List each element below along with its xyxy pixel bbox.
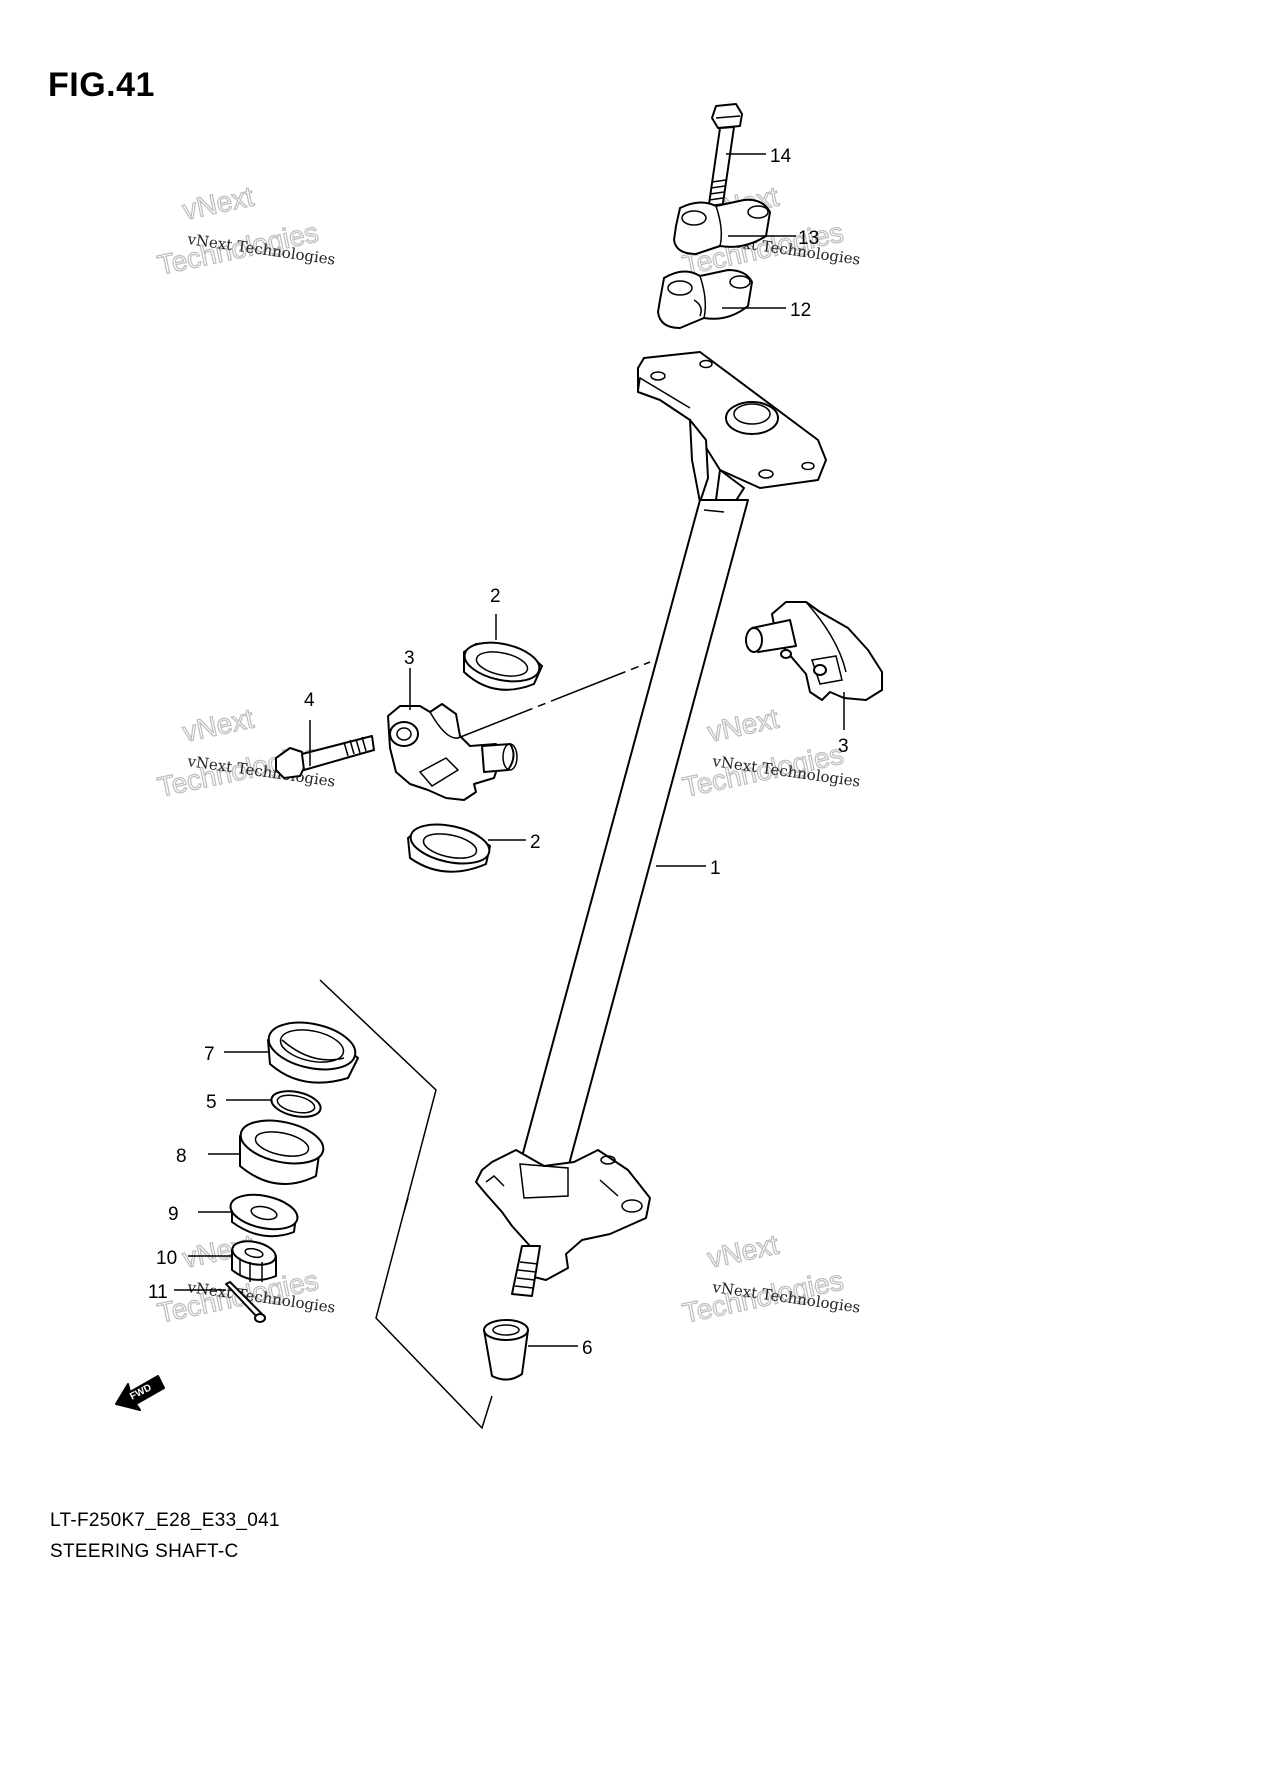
guide-line <box>457 661 651 739</box>
callout-6: 6 <box>582 1338 593 1359</box>
part-2-seal-upper <box>463 641 543 691</box>
callout-2-lower: 2 <box>530 832 541 853</box>
part-7-bearing-housing <box>267 1021 359 1084</box>
callout-4: 4 <box>304 690 315 711</box>
callout-14: 14 <box>770 146 792 167</box>
watermark-bottom-right: vNext Technologies vNext Technologies <box>679 1228 861 1329</box>
part-11-cotter-pin <box>225 1281 266 1323</box>
part-13-handlebar-holder-upper <box>673 198 771 255</box>
watermark-vnext: vNext <box>705 703 782 748</box>
part-12-handlebar-holder-lower <box>657 269 753 329</box>
part-1-steering-shaft <box>475 351 827 1297</box>
assembly-outline <box>319 979 493 1430</box>
part-9-washer <box>229 1193 299 1238</box>
watermark-mid-right: vNext Technologies vNext Technologies <box>679 702 861 803</box>
callout-9: 9 <box>168 1204 179 1225</box>
part-2-seal-lower <box>407 823 491 873</box>
callout-8: 8 <box>176 1146 187 1167</box>
watermark-vnext: vNext <box>180 703 257 748</box>
watermark-vnext: vNext <box>180 181 257 226</box>
part-10-nut <box>231 1240 277 1282</box>
part-4-bolt <box>275 735 375 779</box>
part-3-shaft-holder-left <box>387 703 518 801</box>
figure-title: FIG.41 <box>48 66 155 104</box>
fwd-arrow-icon: FWD <box>115 1375 165 1411</box>
callout-1: 1 <box>710 858 721 879</box>
callout-3-right: 3 <box>838 736 849 757</box>
part-6-bush <box>483 1319 529 1381</box>
part-8-bearing <box>239 1119 325 1185</box>
model-code: LT-F250K7_E28_E33_041 <box>50 1510 280 1531</box>
watermark-vnext: vNext <box>705 1229 782 1274</box>
callout-12: 12 <box>790 300 811 321</box>
callout-10: 10 <box>156 1248 177 1269</box>
leader-lines <box>174 153 845 1347</box>
part-14-bolt <box>707 103 743 212</box>
callout-3-left: 3 <box>404 648 415 669</box>
callout-2-upper: 2 <box>490 586 501 607</box>
watermark-top-left: vNext Technologies vNext Technologies <box>154 180 336 281</box>
part-3-shaft-holder-right <box>745 601 883 701</box>
callout-7: 7 <box>204 1044 215 1065</box>
callout-13: 13 <box>798 228 819 249</box>
callout-11: 11 <box>148 1282 168 1303</box>
part-5-o-ring <box>270 1090 322 1118</box>
assembly-name: STEERING SHAFT-C <box>50 1541 239 1562</box>
callout-5: 5 <box>206 1092 217 1113</box>
